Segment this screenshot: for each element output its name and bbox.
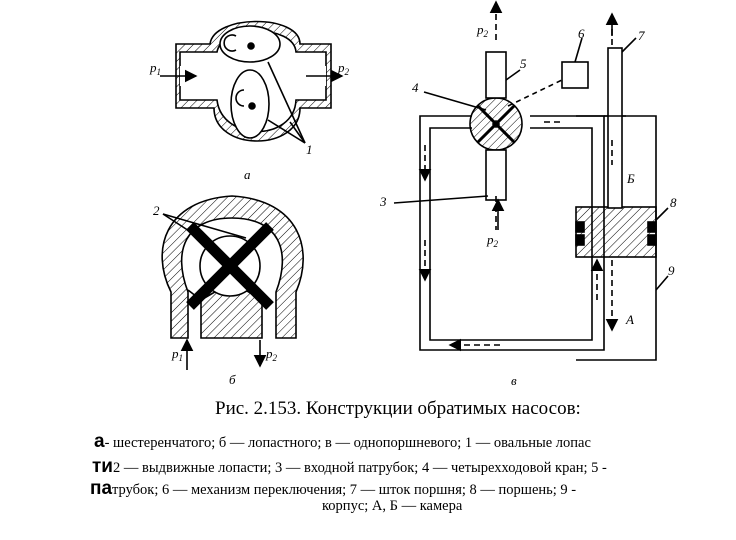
v-p2-bottom-label: p2 bbox=[486, 232, 499, 249]
a-p1-label: p1 bbox=[149, 60, 161, 77]
v-callout-4: 4 bbox=[412, 80, 419, 95]
a-p2-label: p2 bbox=[337, 60, 350, 77]
v-sublabel: в bbox=[511, 373, 517, 388]
caption-line-3-lead: па bbox=[90, 478, 113, 499]
v-callout-3: 3 bbox=[379, 194, 387, 209]
caption-line-1: а- шестеренчатого; б — лопастного; в — о… bbox=[94, 431, 591, 453]
a-sublabel: а bbox=[244, 167, 251, 182]
diagram-v bbox=[393, 0, 669, 361]
caption-line-1-lead: а bbox=[94, 431, 105, 452]
diagram-b bbox=[161, 195, 304, 370]
caption-line-3: патрубок; 6 — механизм переключения; 7 —… bbox=[90, 478, 576, 500]
v-callout-9: 9 bbox=[668, 263, 675, 278]
b-callout-2: 2 bbox=[153, 203, 160, 218]
b-p2-label: p2 bbox=[265, 346, 278, 363]
caption-line-2: ти2 — выдвижные лопасти; 3 — входной пат… bbox=[92, 456, 607, 478]
v-callout-8: 8 bbox=[670, 195, 677, 210]
b-p1-label: p1 bbox=[171, 346, 183, 363]
v-callout-5: 5 bbox=[520, 56, 527, 71]
v-chamber-b: Б bbox=[626, 171, 635, 186]
figure-caption-title: Рис. 2.153. Конструкции обратимых насосо… bbox=[215, 398, 581, 419]
v-callout-7: 7 bbox=[638, 28, 645, 43]
caption-line-1-text: - шестеренчатого; б — лопастного; в — од… bbox=[104, 435, 591, 451]
v-chamber-a: А bbox=[625, 312, 634, 327]
a-callout-1: 1 bbox=[306, 142, 313, 157]
caption-line-2-text: 2 — выдвижные лопасти; 3 — входной патру… bbox=[113, 460, 607, 476]
v-p2-top-label: p2 bbox=[476, 22, 489, 39]
b-sublabel: б bbox=[229, 372, 236, 387]
diagram-a bbox=[160, 20, 344, 144]
caption-line-3-text: трубок; 6 — механизм переключения; 7 — ш… bbox=[112, 482, 577, 498]
v-callout-6: 6 bbox=[578, 26, 585, 41]
caption-line-4: корпус; А, Б — камера bbox=[322, 498, 463, 514]
caption-line-2-lead: ти bbox=[92, 456, 113, 477]
